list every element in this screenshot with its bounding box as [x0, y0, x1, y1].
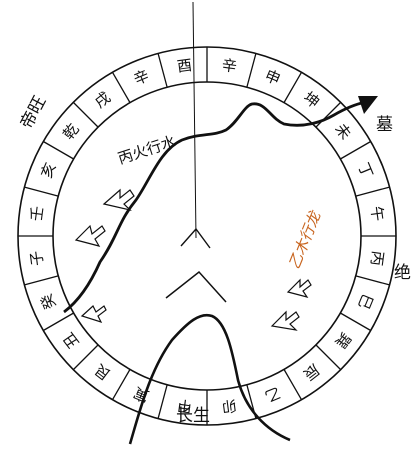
ring-divider	[72, 344, 99, 371]
ring-char-21: 戌	[91, 88, 114, 111]
ring-char-8: 巽	[331, 329, 354, 352]
ring-char-19: 亥	[37, 160, 59, 181]
ring-char-6: 丙	[367, 250, 387, 267]
north-pointer-line	[192, 1, 197, 239]
ring-divider	[246, 53, 257, 88]
ring-divider	[340, 312, 372, 332]
ring-dividers	[18, 47, 396, 425]
ring-char-23: 酉	[176, 56, 193, 76]
ring-divider	[283, 71, 303, 103]
ring-divider	[24, 186, 59, 197]
peak-mark-lower	[165, 270, 227, 303]
ring-char-11: 卯	[221, 396, 238, 416]
ring-char-0: 辛	[221, 56, 238, 76]
ring-divider	[157, 384, 168, 419]
mountain-ridge-line	[128, 313, 291, 445]
ring-divider	[42, 312, 74, 332]
ring-char-1: 申	[262, 66, 283, 88]
ring-divider	[72, 101, 99, 128]
ring-char-4: 丁	[354, 160, 376, 181]
label-diwang: 帝旺	[17, 93, 51, 132]
ring-char-22: 辛	[131, 66, 152, 88]
ring-char-16: 癸	[37, 291, 59, 312]
ring-divider	[42, 140, 74, 160]
label-mu: 墓	[376, 115, 393, 135]
arrow-left-1	[80, 305, 107, 323]
arrow-left-2	[74, 224, 106, 247]
ring-divider	[111, 71, 131, 103]
fire-flow-line	[63, 100, 367, 314]
arrow-right-1	[270, 310, 300, 331]
ring-char-3: 未	[331, 120, 354, 143]
ring-divider	[315, 344, 342, 371]
ring-divider	[111, 369, 131, 401]
label-changsheng: 长生	[176, 406, 210, 426]
ring-char-2: 坤	[300, 88, 323, 111]
ring-divider	[340, 140, 372, 160]
ring-char-15: 丑	[59, 329, 82, 352]
ring-char-10: 乙	[262, 383, 283, 405]
ring-divider	[157, 53, 168, 88]
flow-arrowhead	[358, 96, 378, 114]
ring-char-17: 子	[27, 250, 47, 267]
ring-char-12: 甲	[176, 396, 193, 416]
ring-char-5: 午	[367, 205, 387, 222]
ring-char-9: 辰	[300, 360, 323, 383]
arrow-left-3	[102, 188, 135, 212]
ring-divider	[24, 275, 59, 286]
ring-divider	[355, 186, 390, 197]
label-wood-flow: 乙木行龙	[285, 207, 325, 271]
ring-char-14: 艮	[91, 360, 114, 383]
label-jue: 绝	[394, 263, 411, 283]
ring-char-20: 乾	[59, 120, 82, 143]
peak-mark-upper	[180, 227, 211, 249]
ring-char-18: 壬	[27, 205, 47, 222]
ring-char-7: 巳	[354, 291, 376, 312]
ring-divider	[355, 275, 390, 286]
ring-divider	[283, 369, 303, 401]
arrow-right-2	[286, 278, 312, 298]
label-fire-flow: 丙火行水	[116, 132, 179, 168]
